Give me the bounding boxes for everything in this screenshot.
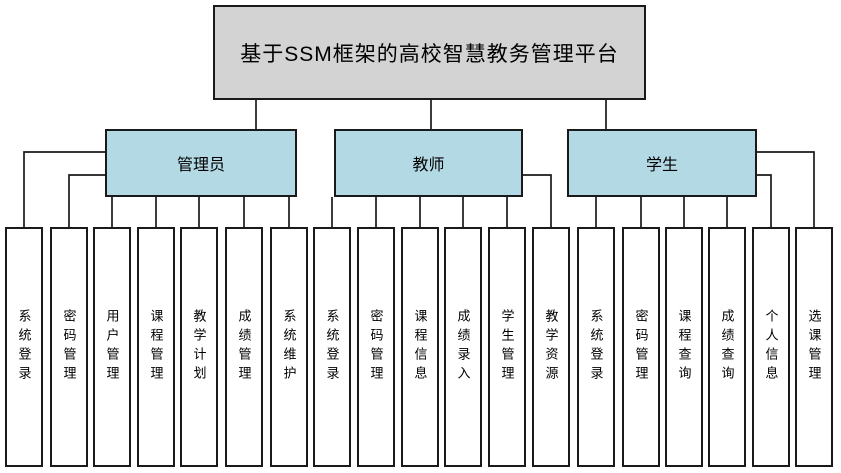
leaf-label: 成绩录入 [455, 309, 471, 385]
leaf-label: 成绩管理 [236, 309, 252, 385]
leaf-node: 密码管理 [622, 227, 660, 467]
leaf-node: 成绩录入 [444, 227, 482, 467]
diagram-title-label: 基于SSM框架的高校智慧教务管理平台 [240, 42, 619, 66]
leaf-node: 课程查询 [665, 227, 703, 467]
leaf-label: 密码管理 [368, 309, 384, 385]
leaf-label: 密码管理 [61, 309, 77, 385]
group-node-student: 学生 [567, 129, 757, 197]
leaf-label: 课程信息 [412, 309, 428, 385]
leaf-node: 系统登录 [313, 227, 351, 467]
leaf-node: 系统登录 [577, 227, 615, 467]
leaf-label: 系统登录 [324, 309, 340, 385]
leaf-node: 密码管理 [357, 227, 395, 467]
leaf-label: 系统登录 [588, 309, 604, 385]
leaf-node: 课程管理 [137, 227, 175, 467]
group-label-admin: 管理员 [176, 157, 225, 174]
leaf-label: 选课管理 [806, 309, 822, 385]
leaf-node: 教学计划 [180, 227, 218, 467]
group-label-teacher: 教师 [412, 157, 445, 174]
diagram-title-node: 基于SSM框架的高校智慧教务管理平台 [213, 5, 646, 100]
leaf-node: 课程信息 [401, 227, 439, 467]
leaf-node: 系统登录 [5, 227, 43, 467]
leaf-node: 密码管理 [50, 227, 88, 467]
leaf-node: 学生管理 [488, 227, 526, 467]
leaf-label: 个人信息 [763, 309, 779, 385]
leaf-node: 选课管理 [795, 227, 833, 467]
leaf-label: 课程查询 [676, 309, 692, 385]
leaf-label: 用户管理 [104, 309, 120, 385]
group-node-teacher: 教师 [334, 129, 523, 197]
leaf-node: 成绩管理 [225, 227, 263, 467]
leaf-node: 系统维护 [270, 227, 308, 467]
leaf-node: 教学资源 [532, 227, 570, 467]
leaf-node: 成绩查询 [708, 227, 746, 467]
leaf-label: 系统维护 [281, 309, 297, 385]
group-label-student: 学生 [645, 157, 678, 174]
leaf-node: 个人信息 [752, 227, 790, 467]
leaf-label: 成绩查询 [719, 309, 735, 385]
group-node-admin: 管理员 [105, 129, 297, 197]
leaf-label: 课程管理 [148, 309, 164, 385]
leaf-label: 教学资源 [543, 309, 559, 385]
leaf-label: 教学计划 [191, 309, 207, 385]
leaf-node: 用户管理 [93, 227, 131, 467]
leaf-label: 学生管理 [499, 309, 515, 385]
leaf-label: 密码管理 [633, 309, 649, 385]
leaf-label: 系统登录 [16, 309, 32, 385]
